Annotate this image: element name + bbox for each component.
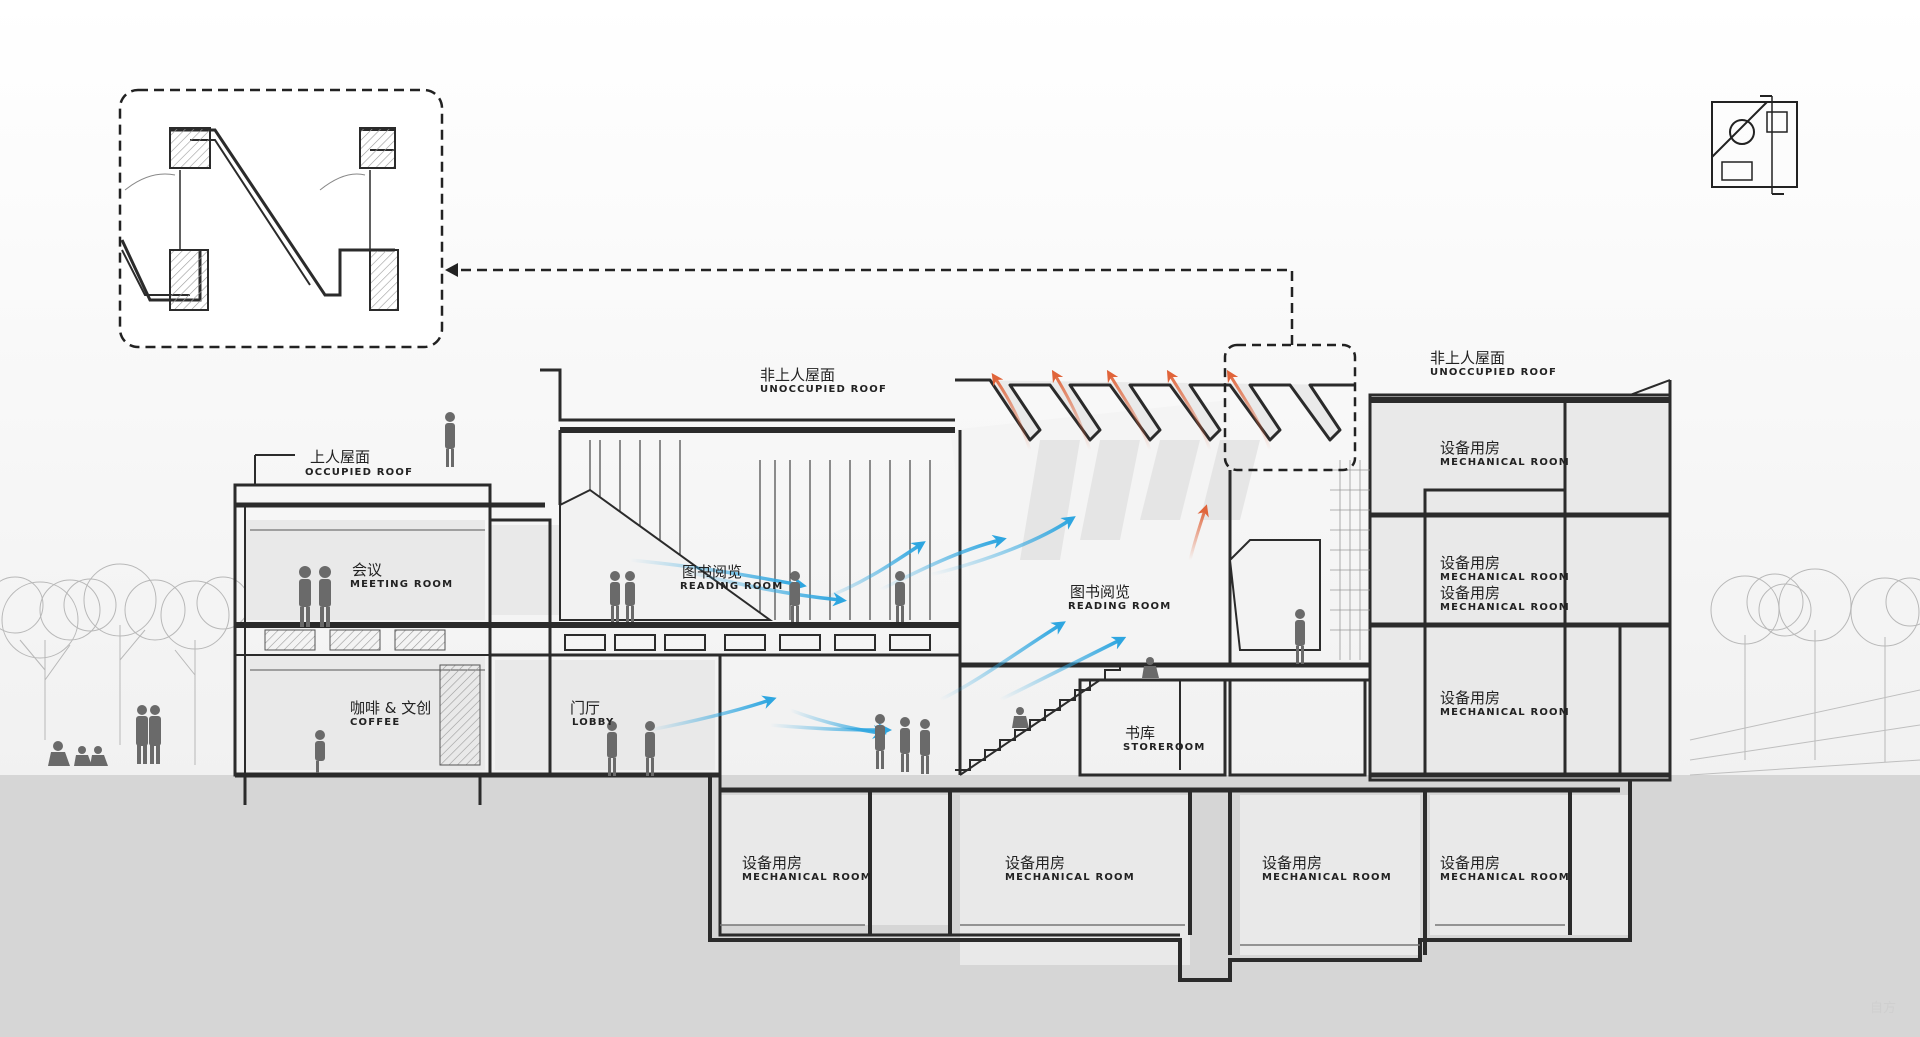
storeroom-label-en: STOREROOM bbox=[1123, 742, 1206, 753]
watermark: 自方 bbox=[1870, 1000, 1896, 1016]
mech-room-5-label-en: MECHANICAL ROOM bbox=[1005, 872, 1135, 883]
blue-airflow-arrow-icon bbox=[928, 516, 1076, 577]
reading-room-1-label-cn: 图书阅览 bbox=[682, 563, 742, 581]
left-wing-detail bbox=[250, 529, 485, 766]
blue-airflow-arrow-icon bbox=[938, 621, 1066, 702]
right-tower bbox=[1368, 379, 1672, 782]
mech-room-7-label-cn: 设备用房 bbox=[1440, 854, 1500, 872]
airflow-warm-arrows bbox=[991, 369, 1272, 562]
meeting-room-label-cn: 会议 bbox=[352, 561, 382, 579]
mezzanine-beams bbox=[564, 634, 931, 651]
blue-airflow-arrow-icon bbox=[878, 534, 1007, 592]
detail-box-small bbox=[1223, 343, 1357, 472]
blue-airflow-arrow-icon bbox=[818, 541, 926, 602]
orange-airflow-arrow-icon bbox=[1188, 504, 1209, 562]
mech-room-2-label-cn: 设备用房 bbox=[1440, 554, 1500, 572]
mech-room-1-label-cn: 设备用房 bbox=[1440, 439, 1500, 457]
mech-room-3-label-cn: 设备用房 bbox=[1440, 689, 1500, 707]
blue-airflow-arrow-icon bbox=[788, 708, 887, 739]
key-plan-icon bbox=[1711, 95, 1798, 195]
tree bbox=[1850, 577, 1920, 762]
mech-room-4-label-cn: 设备用房 bbox=[742, 854, 802, 872]
orange-airflow-arrow-icon bbox=[991, 373, 1032, 452]
mech-room-4-label-en: MECHANICAL ROOM bbox=[742, 872, 872, 883]
tree bbox=[1758, 568, 1852, 760]
trees-left bbox=[0, 563, 250, 765]
unoccupied-roof-1-label-cn: 非上人屋面 bbox=[760, 366, 835, 384]
orange-airflow-arrow-icon bbox=[1051, 369, 1092, 452]
basement bbox=[708, 775, 1632, 982]
coffee-label-en: COFFEE bbox=[350, 717, 400, 728]
reading-room-1-label-en: READING ROOM bbox=[680, 581, 783, 592]
storeroom-label-cn: 书库 bbox=[1125, 724, 1155, 742]
right-tower-grid bbox=[1330, 460, 1370, 660]
people-inside bbox=[299, 412, 1305, 776]
unoccupied-roof-2-label-cn: 非上人屋面 bbox=[1430, 349, 1505, 367]
tree bbox=[63, 563, 186, 745]
orange-airflow-arrow-icon bbox=[1106, 369, 1152, 452]
blue-airflow-arrow-icon bbox=[998, 636, 1127, 702]
reading-room-2-label-en: READING ROOM bbox=[1068, 601, 1171, 612]
room-labels: 上人屋面 OCCUPIED ROOF 非上人屋面 UNOCCUPIED ROOF… bbox=[305, 349, 1896, 1016]
lobby-label-cn: 门厅 bbox=[570, 699, 600, 717]
lobby-label-en: LOBBY bbox=[572, 717, 614, 728]
basement-floors bbox=[720, 924, 1565, 946]
light-shafts bbox=[1020, 440, 1260, 560]
meeting-room-label-en: MEETING ROOM bbox=[350, 579, 453, 590]
coffee-label-cn: 咖啡 & 文创 bbox=[350, 699, 431, 717]
occupied-roof-label-en: OCCUPIED ROOF bbox=[305, 467, 413, 478]
unoccupied-roof-2-label-en: UNOCCUPIED ROOF bbox=[1430, 367, 1557, 378]
unoccupied-roof-1-label-en: UNOCCUPIED ROOF bbox=[760, 384, 887, 395]
detail-callout bbox=[118, 88, 1357, 472]
orange-airflow-arrow-icon bbox=[1166, 369, 1212, 452]
mech-room-8-label-cn: 设备用房 bbox=[1440, 584, 1500, 602]
storeroom-box bbox=[1078, 678, 1367, 777]
trees-right bbox=[1710, 568, 1920, 762]
leader-line bbox=[455, 268, 1294, 345]
mech-room-5-label-cn: 设备用房 bbox=[1005, 854, 1065, 872]
blue-airflow-arrow-icon bbox=[648, 695, 777, 732]
mech-room-8-label-en: MECHANICAL ROOM bbox=[1440, 602, 1570, 613]
reading-room-2-label-cn: 图书阅览 bbox=[1070, 583, 1130, 601]
road-perspective bbox=[1689, 689, 1920, 776]
occupied-roof-label-cn: 上人屋面 bbox=[310, 448, 370, 466]
blue-airflow-arrow-icon bbox=[628, 558, 807, 591]
orange-airflow-arrow-icon bbox=[1226, 369, 1272, 452]
mech-room-6-label-cn: 设备用房 bbox=[1262, 854, 1322, 872]
tree bbox=[0, 576, 101, 740]
people-outside-left bbox=[48, 705, 161, 766]
sawtooth-roof bbox=[955, 378, 1355, 442]
airflow-cool-arrows bbox=[628, 516, 1127, 739]
mech-room-6-label-en: MECHANICAL ROOM bbox=[1262, 872, 1392, 883]
mech-room-2-label-en: MECHANICAL ROOM bbox=[1440, 572, 1570, 583]
mech-room-7-label-en: MECHANICAL ROOM bbox=[1440, 872, 1570, 883]
roof-detail-drawing bbox=[120, 127, 399, 311]
mech-room-3-label-en: MECHANICAL ROOM bbox=[1440, 707, 1570, 718]
mech-room-1-label-en: MECHANICAL ROOM bbox=[1440, 457, 1570, 468]
leader-arrow-icon bbox=[445, 263, 458, 277]
